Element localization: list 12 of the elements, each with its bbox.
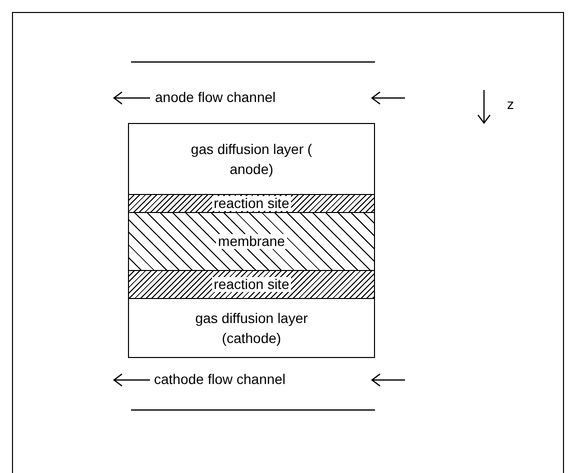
channel-label: anode flow channel xyxy=(155,89,276,105)
axis-label: z xyxy=(507,96,514,112)
hatched-layer-box xyxy=(128,212,375,271)
layer-label: gas diffusion layer ( anode) xyxy=(190,140,314,179)
layer-label: reaction site xyxy=(212,196,292,211)
hatched-layer-box xyxy=(128,194,375,213)
layer-label: gas diffusion layer (cathode) xyxy=(194,309,309,348)
channel-label: cathode flow channel xyxy=(154,371,286,387)
layer-box xyxy=(128,298,375,358)
layer-label: membrane xyxy=(216,234,287,249)
layer-label: reaction site xyxy=(212,277,292,292)
hatched-layer-box xyxy=(128,270,375,299)
